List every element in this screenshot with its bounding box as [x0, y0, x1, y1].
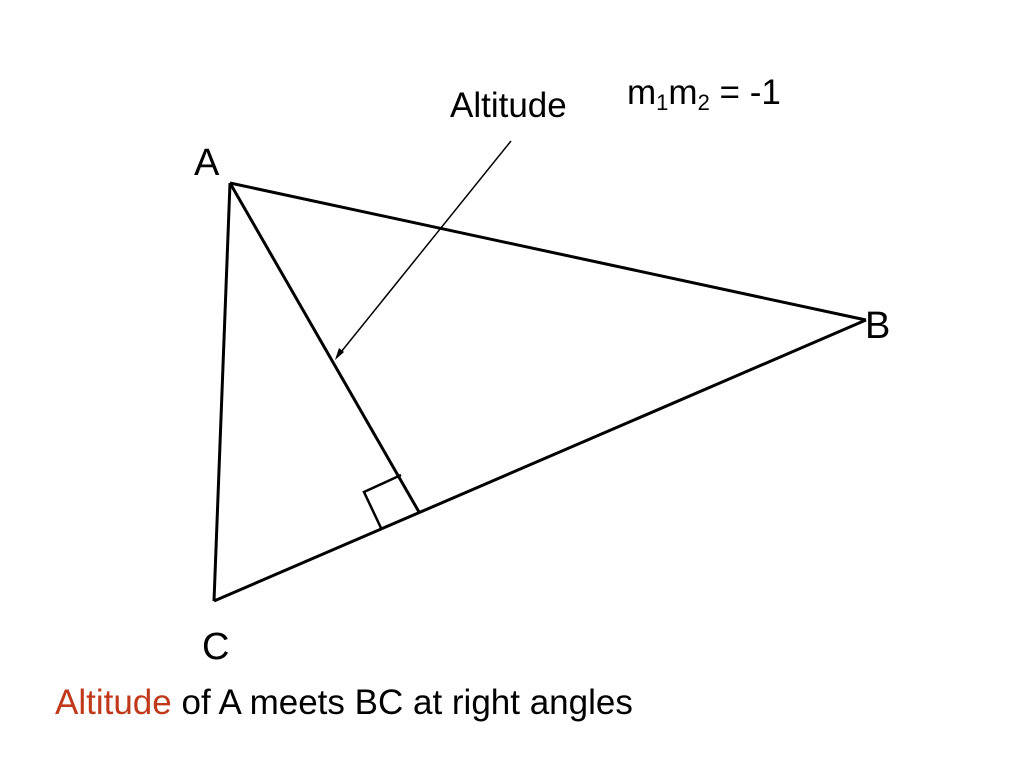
side-bc — [213, 318, 867, 603]
vertex-label-c: C — [202, 626, 229, 668]
caption-highlight: Altitude — [55, 683, 172, 722]
altitude-pointer-arrow — [336, 140, 512, 358]
caption: Altitude of A meets BC at right angles — [55, 683, 633, 723]
side-ca — [212, 182, 232, 602]
formula-m1: m — [627, 73, 656, 112]
formula-m2: m — [668, 73, 697, 112]
vertex-label-a: A — [194, 142, 220, 184]
formula-rhs: = -1 — [710, 73, 781, 112]
altitude-segment — [228, 182, 421, 513]
slope-product-formula: m1m2 = -1 — [627, 73, 781, 115]
formula-sub2: 2 — [698, 90, 710, 115]
altitude-label: Altitude — [450, 86, 567, 125]
triangle — [212, 181, 867, 603]
side-ab — [229, 181, 867, 322]
vertex-label-b: B — [865, 305, 890, 347]
formula-sub1: 1 — [656, 90, 668, 115]
right-angle-marker — [362, 473, 402, 529]
arrowhead — [335, 348, 344, 360]
caption-text: of A meets BC at right angles — [171, 683, 633, 722]
